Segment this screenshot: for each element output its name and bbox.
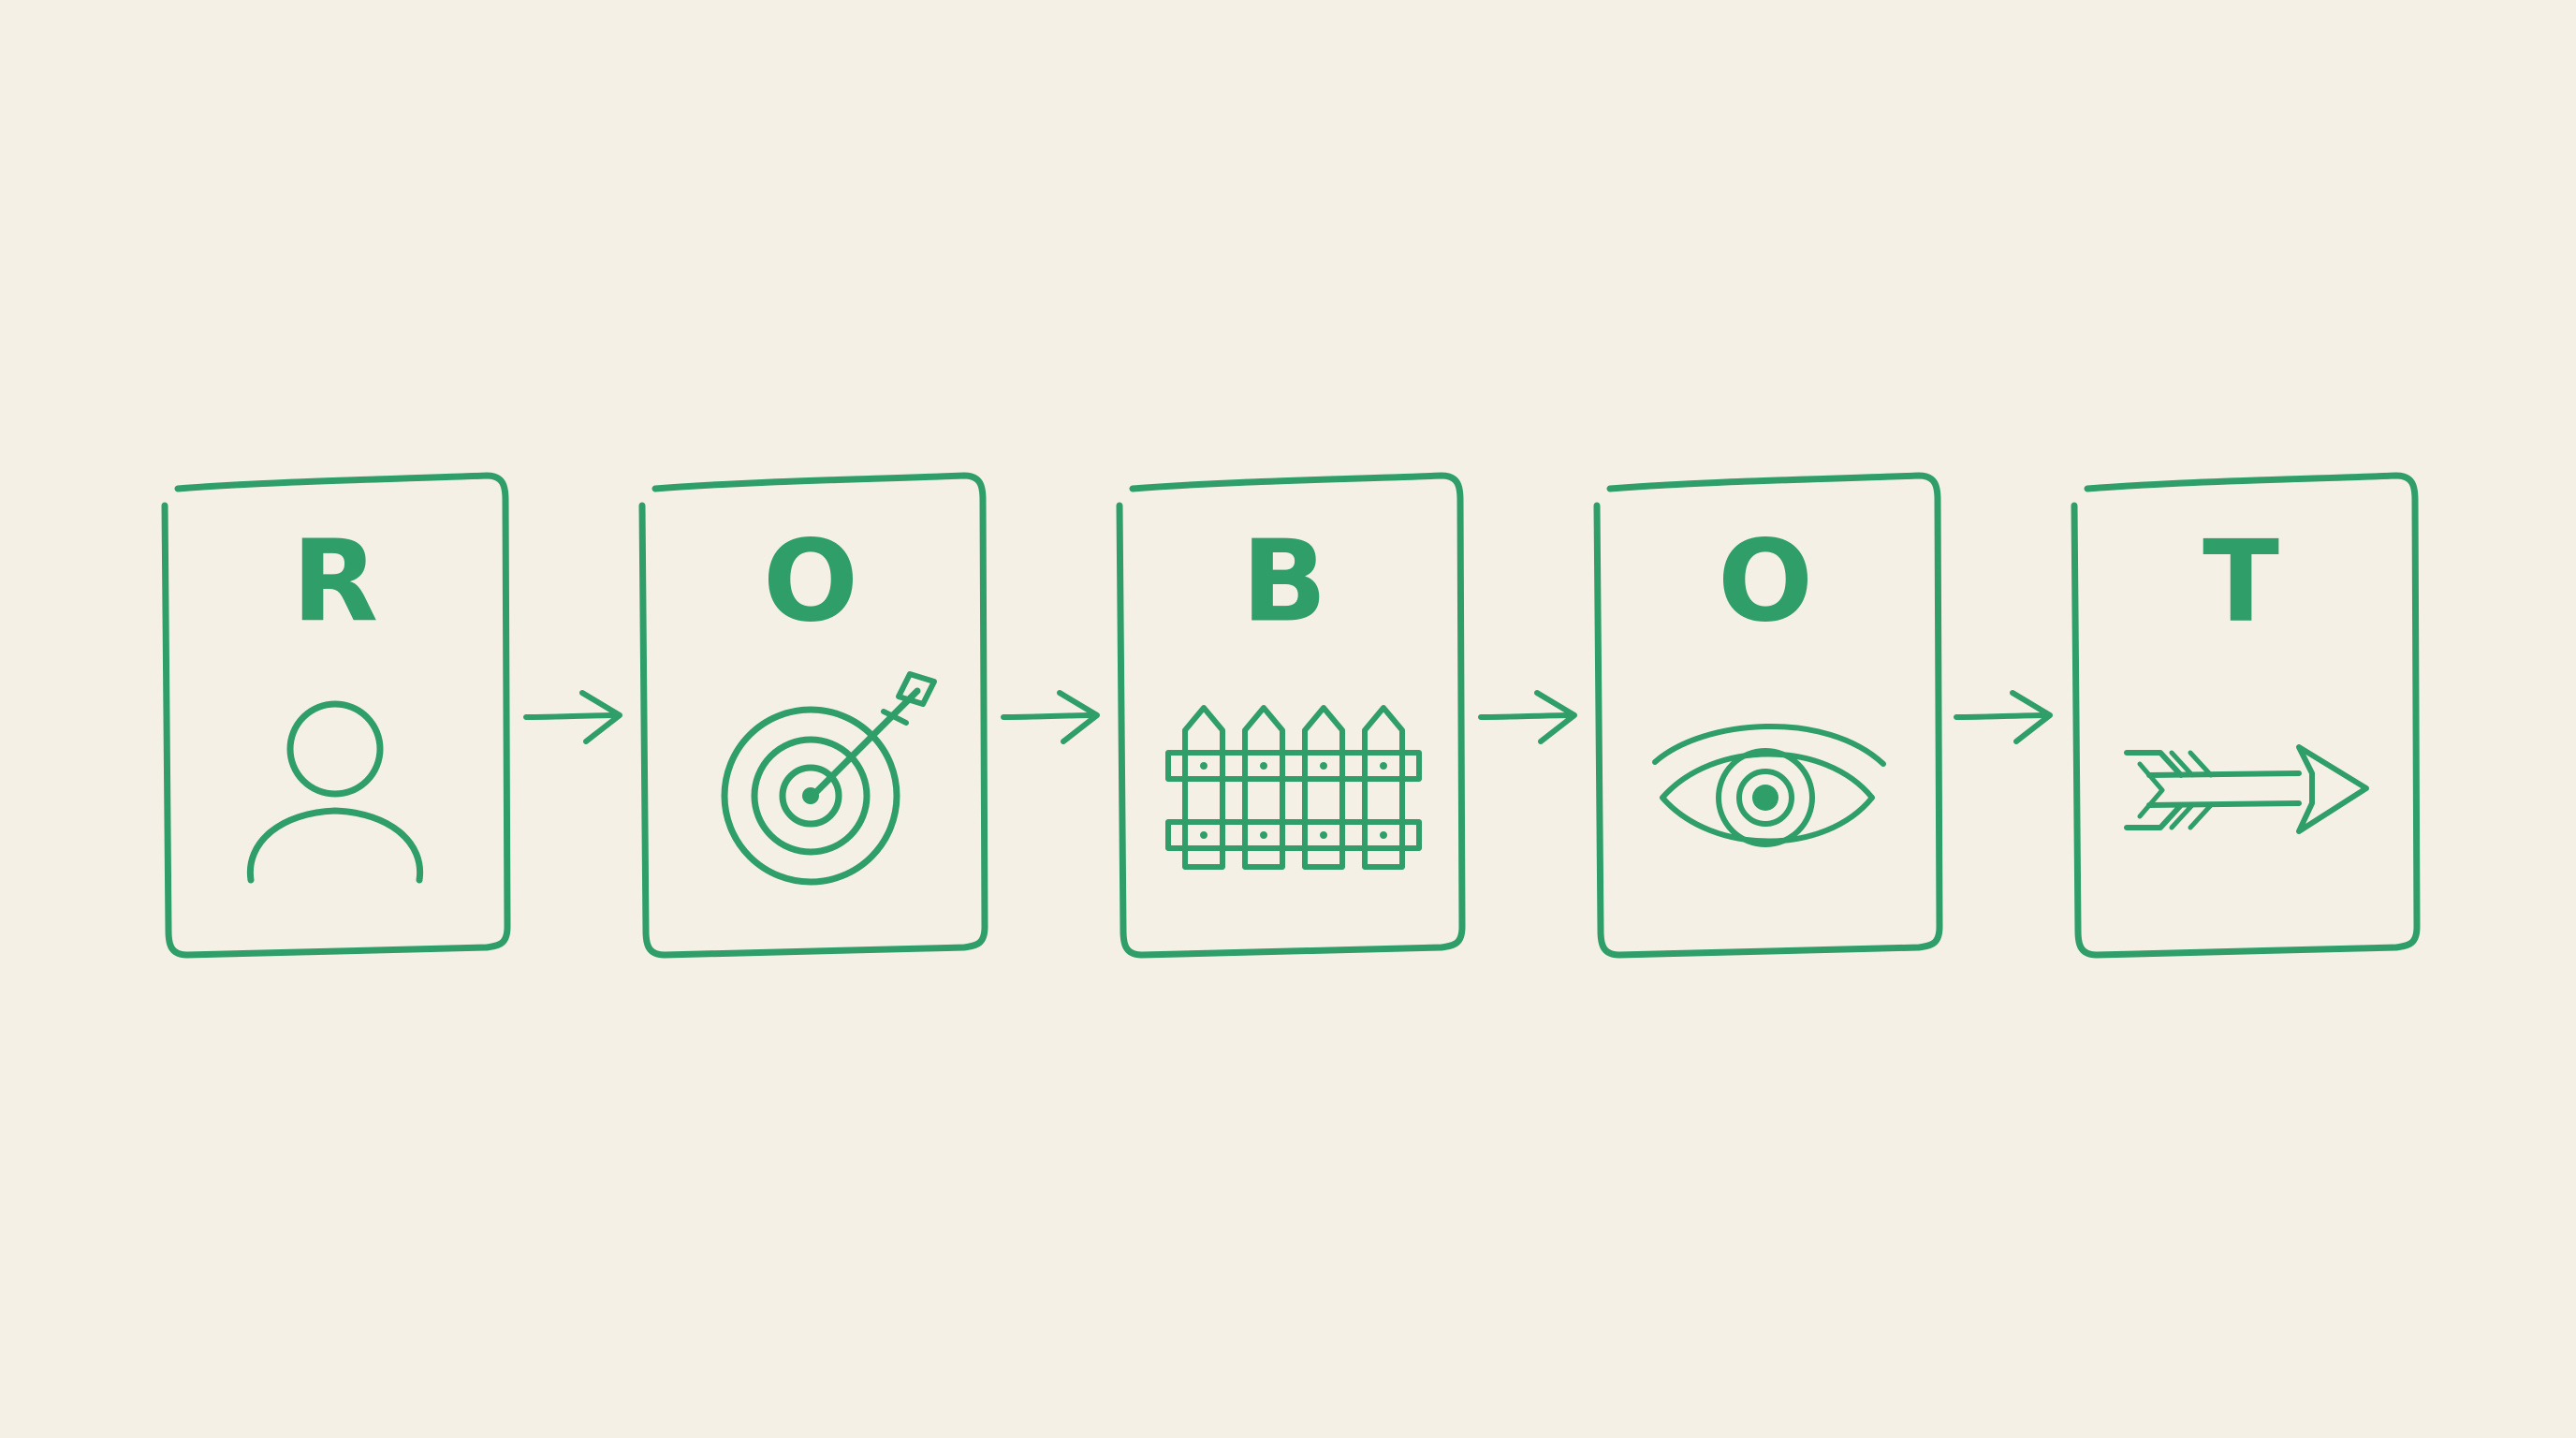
card-o-1: O xyxy=(638,472,988,959)
card-letter: R xyxy=(292,518,378,648)
card-t: T xyxy=(2071,472,2421,959)
arrow-icon xyxy=(2124,744,2369,834)
person-icon xyxy=(246,700,424,884)
card-frame xyxy=(1593,472,1943,959)
card-o-2: O xyxy=(1593,472,1943,959)
fence-icon xyxy=(1165,705,1422,870)
card-frame xyxy=(638,472,988,959)
card-r: R xyxy=(161,472,511,959)
connector-arrow-4 xyxy=(1954,690,2053,744)
eye-icon xyxy=(1652,723,1886,847)
card-b: B xyxy=(1116,472,1466,959)
connector-arrow-3 xyxy=(1478,690,1577,744)
card-frame xyxy=(161,472,511,959)
target-icon xyxy=(721,671,937,886)
card-letter: O xyxy=(763,518,858,648)
card-frame xyxy=(1116,472,1466,959)
card-letter: B xyxy=(1241,518,1326,648)
card-frame xyxy=(2071,472,2421,959)
connector-arrow-1 xyxy=(523,690,622,744)
card-letter: O xyxy=(1718,518,1813,648)
connector-arrow-2 xyxy=(1001,690,1100,744)
card-letter: T xyxy=(2203,518,2279,648)
